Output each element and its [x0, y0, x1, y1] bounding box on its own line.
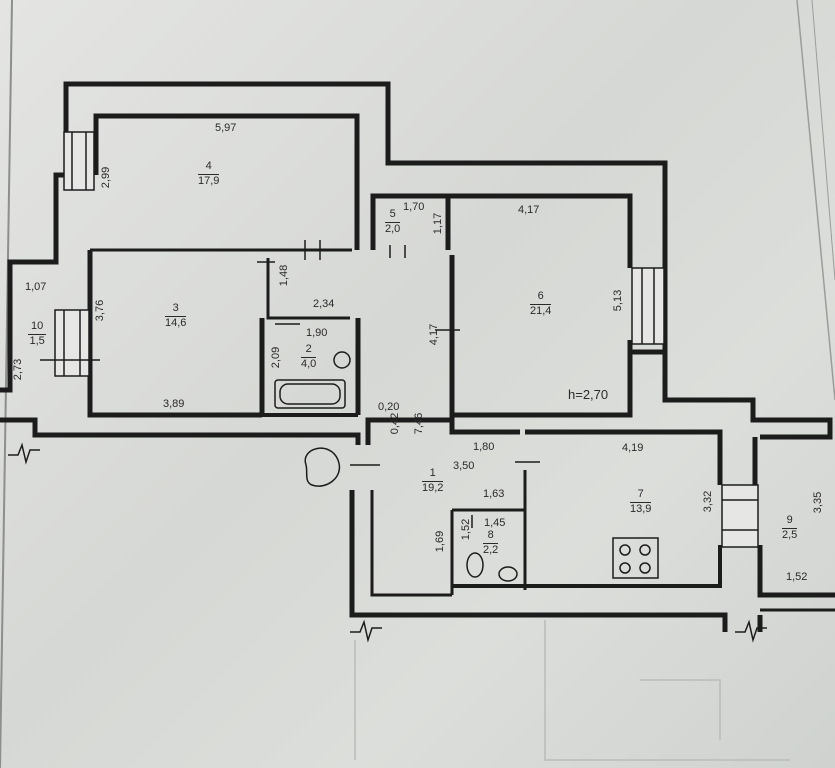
dim-r2-width: 1,90 [306, 327, 328, 339]
dim-r7-height: 3,32 [702, 490, 715, 513]
dim-r10-width: 1,07 [25, 281, 47, 293]
dim-r8-width-1: 1,63 [483, 488, 505, 500]
dim-r5-height: 1,17 [432, 212, 445, 235]
break-symbols [8, 442, 767, 643]
room1-inner-wall [370, 490, 452, 597]
sheet-left-edge [0, 0, 13, 768]
toilet-icon [466, 552, 484, 578]
room1-outer-wall [349, 490, 728, 632]
room6-window-wall [627, 268, 668, 355]
dim-r6-height: 5,13 [612, 289, 625, 312]
room4-inner-wall [93, 113, 360, 250]
sink-icon [333, 351, 351, 369]
outer-top-wall [63, 81, 668, 268]
dim-r8-height: 1,52 [460, 518, 473, 541]
ghost-lines [354, 620, 790, 761]
sheet-frame-line-2 [811, 0, 835, 281]
dim-r3-width: 3,89 [163, 398, 185, 410]
dim-r7-width: 4,19 [622, 442, 644, 454]
dim-r10-height: 2,73 [12, 358, 25, 381]
dim-020: 0,20 [378, 401, 400, 413]
room6-bottom-wall [449, 255, 633, 418]
stove-icon [612, 537, 659, 579]
right-outer-wall [662, 352, 833, 440]
room3-outer-wall [87, 250, 262, 418]
dim-042: 0,42 [389, 412, 402, 435]
bathtub-inner [279, 383, 341, 405]
lower-corridor-wall [0, 417, 361, 445]
bathtub-icon [274, 379, 346, 409]
walls [0, 81, 835, 632]
room7-bottom-wall [452, 545, 722, 588]
sheet-frame-line [796, 0, 835, 401]
dim-r2-height: 2,09 [270, 346, 283, 369]
window-room7 [721, 484, 759, 548]
dim-r1-height: 1,69 [434, 530, 447, 553]
window-room3 [54, 309, 90, 377]
dim-r5-width: 1,70 [403, 201, 425, 213]
dim-r6-width: 4,17 [518, 204, 540, 216]
dim-r1-width-2: 3,50 [453, 460, 475, 472]
column-icon [304, 447, 341, 487]
dim-r9-width: 1,52 [786, 571, 808, 583]
dim-r4-width: 5,97 [215, 122, 237, 134]
hall-left-wall [266, 258, 350, 320]
room9-bottom-wall [757, 545, 835, 598]
dim-hall-height: 1,48 [278, 264, 291, 287]
corridor-wall-2 [365, 417, 520, 445]
dim-r3-height: 3,76 [94, 299, 107, 322]
door-marks [40, 240, 540, 528]
dim-r4-height: 2,99 [100, 166, 113, 189]
ceiling-height-label: h=2,70 [568, 387, 609, 402]
sink-small-icon [498, 566, 518, 582]
dim-r9-height: 3,35 [812, 491, 825, 514]
dim-hall-width: 2,34 [313, 298, 335, 310]
fixtures [274, 351, 659, 582]
dim-corridor-height: 4,17 [428, 323, 441, 346]
dim-r1-width-1: 1,80 [473, 441, 495, 453]
room6-top-wall [370, 193, 633, 268]
room7-top-wall [525, 429, 723, 485]
dim-746: 7,46 [413, 412, 426, 435]
window-room6 [631, 267, 665, 345]
windows [54, 131, 759, 548]
window-room4 [63, 131, 95, 191]
left-outer-wall [0, 172, 66, 393]
dim-r8-width-2: 1,45 [484, 517, 506, 529]
